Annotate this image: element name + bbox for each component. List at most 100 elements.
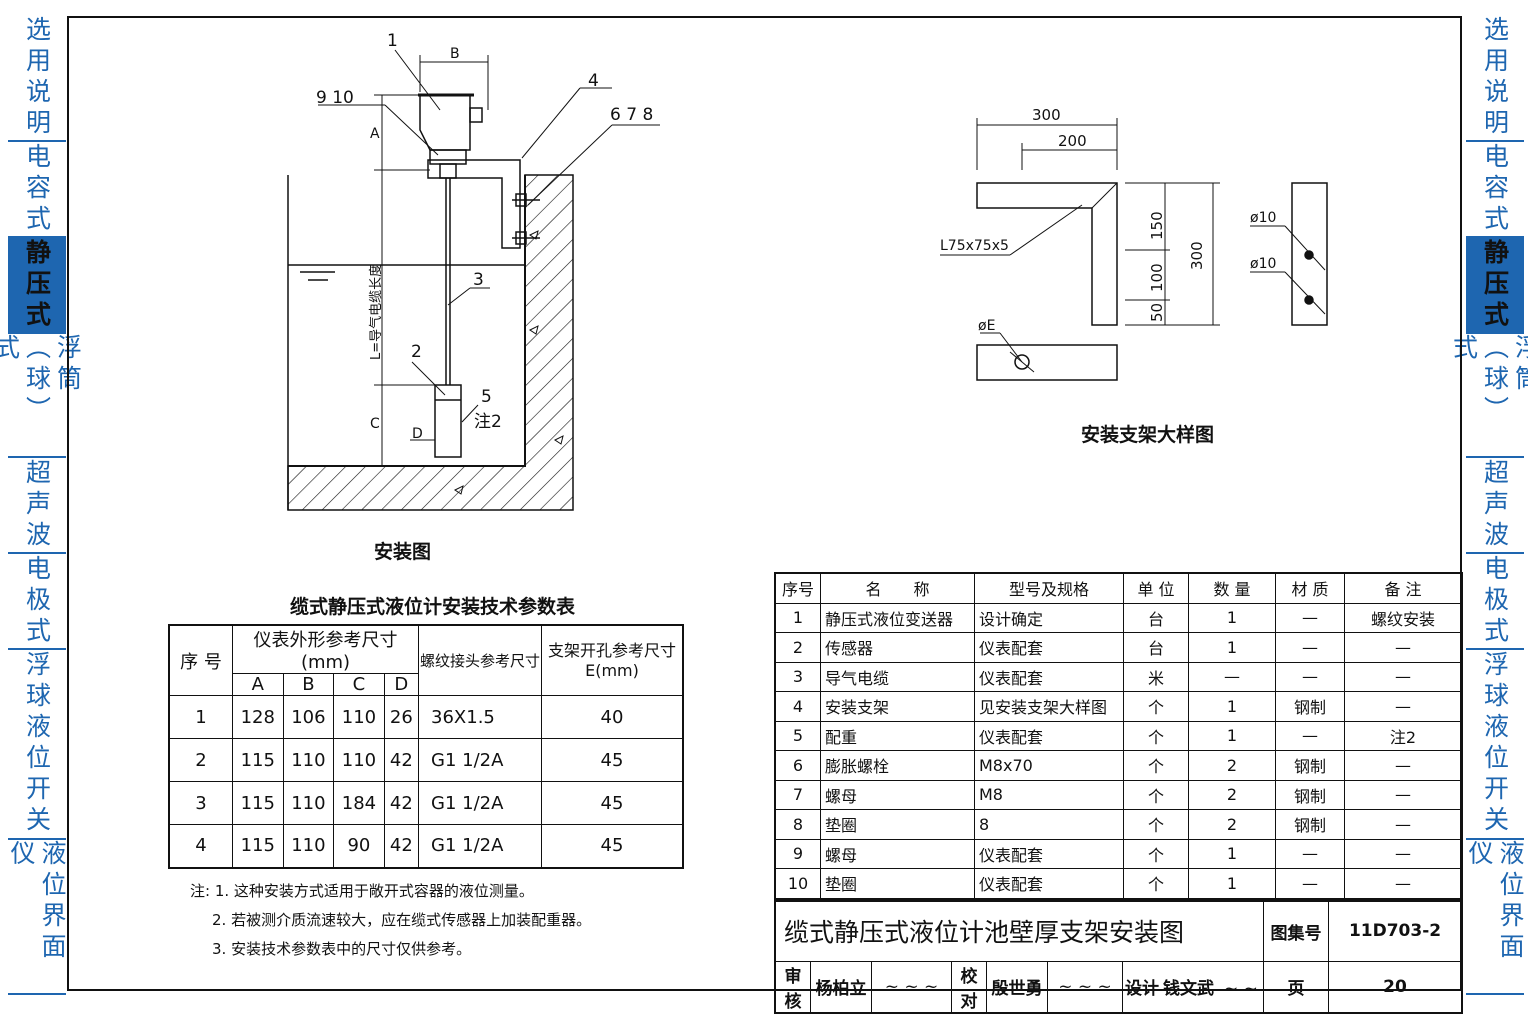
transmitter-head — [420, 95, 470, 150]
dim-phi10-a: ø10 — [1250, 210, 1276, 226]
mounting-bracket — [428, 160, 520, 248]
parts-cell-material: — — [1276, 603, 1345, 633]
parts-cell-no: 7 — [775, 780, 821, 810]
parts-cell-remark: 注2 — [1345, 721, 1463, 751]
dim-phi-e: øE — [978, 318, 995, 334]
parts-cell-qty: 1 — [1189, 692, 1276, 722]
parts-cell-unit: 个 — [1124, 780, 1189, 810]
note-2: 2. 若被测介质流速较大，应在缆式传感器上加装配重器。 — [190, 906, 591, 935]
dim-300-side: 300 — [1188, 241, 1206, 270]
parts-cell-unit: 个 — [1124, 751, 1189, 781]
bracket-plan — [977, 345, 1117, 380]
callout-2: 2 — [411, 342, 422, 362]
param-header-dims: 仪表外形参考尺寸(mm) — [233, 625, 419, 674]
parts-cell-no: 2 — [775, 633, 821, 663]
reviewer-signature: ~ ~ ~ — [872, 961, 952, 1013]
parts-header-material: 材 质 — [1276, 573, 1345, 603]
param-cell-a: 115 — [233, 739, 284, 782]
atlas-label: 图集号 — [1264, 901, 1329, 961]
parts-cell-no: 10 — [775, 869, 821, 899]
param-cell-thread: 36X1.5 — [419, 696, 542, 739]
parts-cell-material: 钢制 — [1276, 751, 1345, 781]
parts-cell-no: 4 — [775, 692, 821, 722]
parts-header-name: 名 称 — [821, 573, 975, 603]
parts-cell-remark: 螺纹安装 — [1345, 603, 1463, 633]
review-label: 审核 — [775, 961, 811, 1013]
pool-wall — [288, 175, 573, 510]
param-cell-e: 45 — [542, 739, 684, 782]
parts-cell-remark: — — [1345, 692, 1463, 722]
param-header-b: B — [283, 674, 334, 696]
dim-200: 200 — [1058, 132, 1087, 150]
dim-150: 150 — [1148, 211, 1166, 240]
param-header-no: 序 号 — [169, 625, 233, 696]
parts-cell-qty: 1 — [1189, 869, 1276, 899]
sensor-body — [435, 385, 461, 457]
notes: 注: 1. 这种安装方式适用于敞开式容器的液位测量。 2. 若被测介质流速较大，… — [190, 877, 591, 964]
designer-signature: ~ ~ — [1224, 979, 1258, 999]
dim-300-top: 300 — [1032, 106, 1061, 124]
designer-name: 钱文武 — [1163, 979, 1214, 999]
param-cell-a: 115 — [233, 782, 284, 825]
checker-name: 殷世勇 — [987, 961, 1048, 1013]
parts-cell-unit: 个 — [1124, 810, 1189, 840]
param-cell-b: 110 — [283, 825, 334, 868]
param-cell-d: 42 — [384, 825, 418, 868]
parts-cell-name: 安装支架 — [821, 692, 975, 722]
param-cell-b: 110 — [283, 782, 334, 825]
design-label: 设计 — [1125, 979, 1159, 999]
parts-cell-no: 1 — [775, 603, 821, 633]
parts-cell-remark: — — [1345, 633, 1463, 663]
param-cell-thread: G1 1/2A — [419, 739, 542, 782]
parts-cell-unit: 台 — [1124, 603, 1189, 633]
param-cell-d: 42 — [384, 782, 418, 825]
param-cell-c: 110 — [334, 739, 385, 782]
dim-A: A — [370, 126, 380, 142]
callout-4: 4 — [588, 71, 599, 91]
parts-cell-spec: M8 — [975, 780, 1124, 810]
param-header-thread: 螺纹接头参考尺寸 — [419, 625, 542, 696]
callout-9-10: 9 10 — [316, 88, 354, 108]
param-cell-e: 45 — [542, 782, 684, 825]
param-cell-e: 45 — [542, 825, 684, 868]
page-number: 20 — [1329, 961, 1462, 1013]
parts-cell-name: 螺母 — [821, 780, 975, 810]
parts-header-no: 序号 — [775, 573, 821, 603]
parts-cell-spec: 设计确定 — [975, 603, 1124, 633]
parts-cell-name: 传感器 — [821, 633, 975, 663]
param-cell-c: 184 — [334, 782, 385, 825]
dim-D: D — [412, 426, 423, 442]
parts-cell-remark: — — [1345, 662, 1463, 692]
param-cell-no: 3 — [169, 782, 233, 825]
parts-cell-qty: 2 — [1189, 810, 1276, 840]
parts-cell-material: — — [1276, 839, 1345, 869]
param-cell-no: 4 — [169, 825, 233, 868]
param-header-a: A — [233, 674, 284, 696]
parts-cell-unit: 台 — [1124, 633, 1189, 663]
parts-cell-name: 垫圈 — [821, 810, 975, 840]
parts-header-unit: 单 位 — [1124, 573, 1189, 603]
parts-cell-name: 膨胀螺栓 — [821, 751, 975, 781]
dim-B: B — [450, 46, 460, 62]
parts-cell-remark: — — [1345, 780, 1463, 810]
callout-5: 5 — [481, 387, 492, 407]
page-label: 页 — [1264, 961, 1329, 1013]
parts-cell-remark: — — [1345, 810, 1463, 840]
design-cell: 设计钱文武 ~ ~ — [1123, 961, 1264, 1013]
callout-3: 3 — [473, 270, 484, 290]
param-cell-c: 110 — [334, 696, 385, 739]
parts-cell-material: — — [1276, 869, 1345, 899]
parts-header-spec: 型号及规格 — [975, 573, 1124, 603]
parts-cell-name: 静压式液位变送器 — [821, 603, 975, 633]
